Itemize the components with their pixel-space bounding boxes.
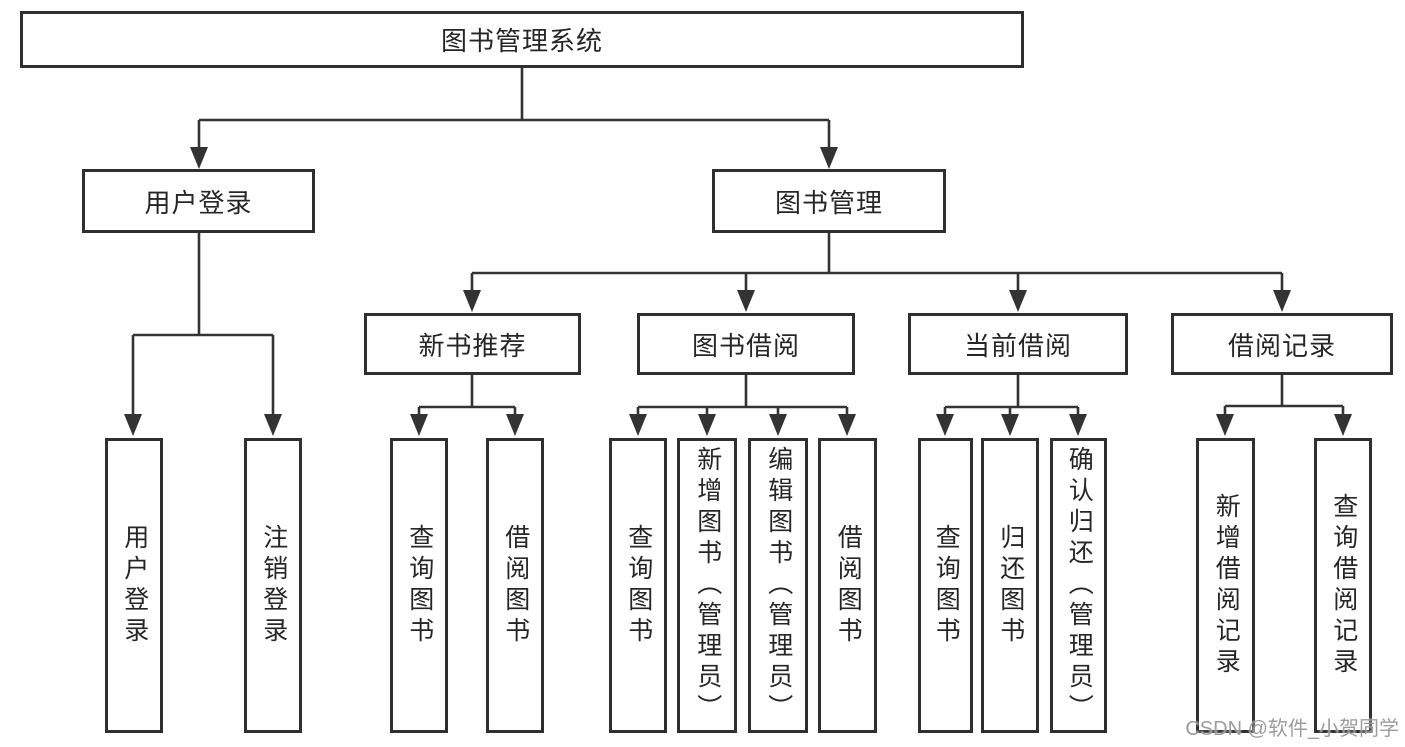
leaf-user-login-label: 用户登录 (120, 523, 149, 648)
leaf-edit-book-admin: 编辑图书（管理员） (748, 438, 808, 733)
node-new-book-recommend: 新书推荐 (364, 313, 581, 375)
leaf-logout-label: 注销登录 (259, 523, 288, 648)
node-user-login-label: 用户登录 (144, 187, 253, 218)
leaf-borrow-books-recommend: 借阅图书 (486, 438, 544, 733)
leaf-query-books-borrow: 查询图书 (609, 438, 667, 733)
leaf-borrow-books: 借阅图书 (818, 438, 877, 733)
node-root-library-system: 图书管理系统 (20, 11, 1024, 68)
leaf-add-borrow-record-label: 新增借阅记录 (1212, 492, 1241, 679)
node-borrow-records: 借阅记录 (1171, 313, 1393, 375)
leaf-borrow-books-recommend-label: 借阅图书 (501, 523, 530, 648)
csdn-watermark: CSDN @软件_小贺同学 (1185, 718, 1399, 740)
leaf-query-books-borrow-label: 查询图书 (624, 523, 653, 648)
node-new-book-recommend-label: 新书推荐 (418, 330, 527, 361)
leaf-return-books: 归还图书 (981, 438, 1039, 733)
leaf-query-books-current-label: 查询图书 (932, 523, 961, 648)
leaf-borrow-books-label: 借阅图书 (834, 523, 863, 648)
leaf-query-borrow-record: 查询借阅记录 (1314, 438, 1372, 733)
node-book-management-label: 图书管理 (774, 187, 883, 218)
node-book-management: 图书管理 (712, 169, 946, 233)
leaf-query-borrow-record-label: 查询借阅记录 (1329, 492, 1358, 679)
node-root-label: 图书管理系统 (440, 26, 603, 56)
node-user-login: 用户登录 (82, 169, 315, 233)
leaf-add-borrow-record: 新增借阅记录 (1196, 438, 1255, 733)
leaf-add-book-admin: 新增图书（管理员） (677, 438, 737, 733)
arrowheads (124, 147, 1352, 436)
leaf-confirm-return-admin-label: 确认归还（管理员） (1065, 446, 1094, 725)
leaf-logout: 注销登录 (244, 438, 302, 733)
leaf-query-books-current: 查询图书 (918, 438, 973, 733)
node-current-borrow-label: 当前借阅 (963, 330, 1072, 361)
node-borrow-records-label: 借阅记录 (1227, 330, 1336, 361)
node-current-borrow: 当前借阅 (908, 313, 1128, 375)
leaf-query-books-recommend-label: 查询图书 (405, 523, 434, 648)
node-book-borrow: 图书借阅 (637, 313, 855, 375)
leaf-edit-book-admin-label: 编辑图书（管理员） (764, 446, 793, 725)
leaf-add-book-admin-label: 新增图书（管理员） (693, 446, 722, 725)
leaf-confirm-return-admin: 确认归还（管理员） (1050, 438, 1107, 733)
leaf-user-login: 用户登录 (105, 438, 163, 733)
leaf-query-books-recommend: 查询图书 (390, 438, 448, 733)
leaf-return-books-label: 归还图书 (996, 523, 1025, 648)
node-book-borrow-label: 图书借阅 (691, 330, 800, 361)
